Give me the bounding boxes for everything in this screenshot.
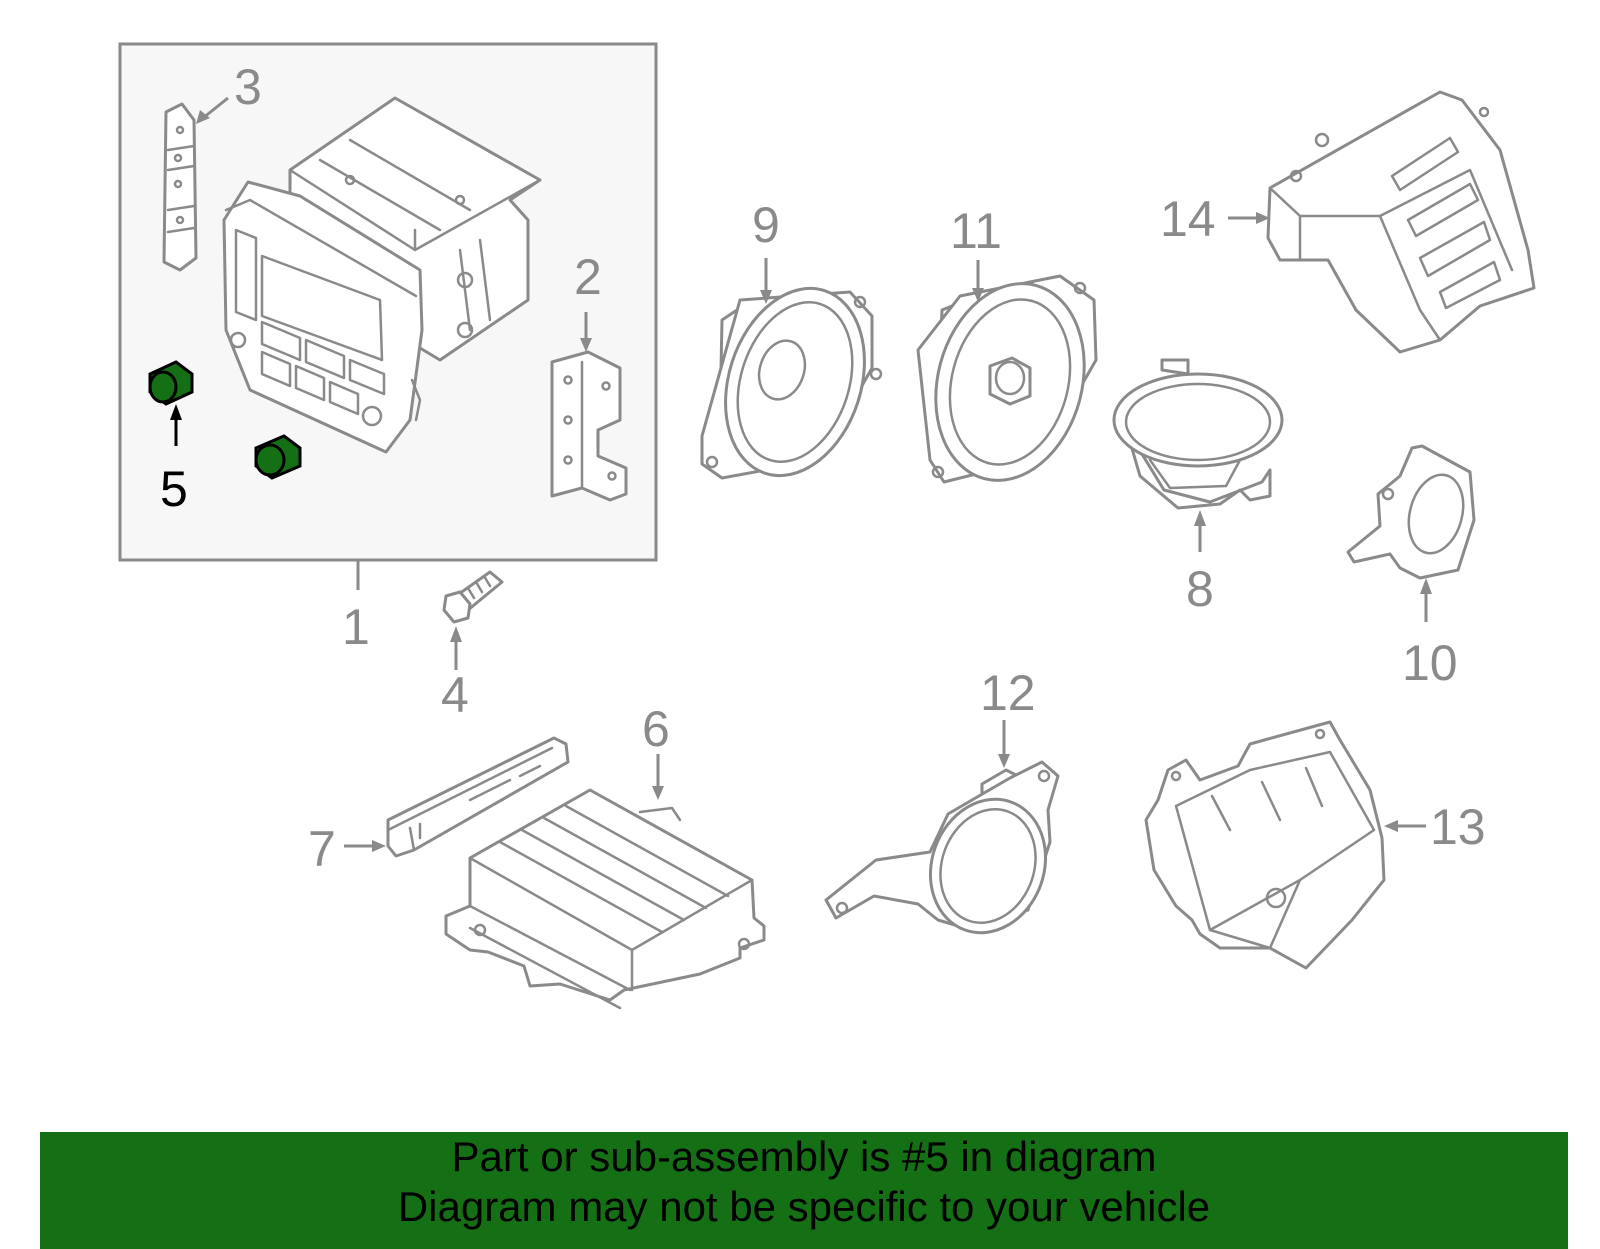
callout-7-arrow	[344, 840, 386, 852]
part-5-bushing[interactable]	[148, 360, 194, 406]
callout-10: 10	[1402, 635, 1458, 691]
callout-3: 3	[234, 59, 262, 115]
info-banner: Part or sub-assembly is #5 in diagram Di…	[40, 1132, 1568, 1249]
part-7-amp-bracket[interactable]	[386, 736, 570, 858]
callout-5: 5	[160, 461, 188, 517]
part-9-speaker[interactable]	[700, 270, 887, 493]
callout-5-arrow	[170, 404, 182, 446]
callout-10-arrow	[1420, 578, 1432, 622]
callout-12-arrow	[998, 720, 1010, 768]
banner-line-1: Part or sub-assembly is #5 in diagram	[451, 1133, 1157, 1180]
callout-13-arrow	[1384, 820, 1426, 832]
callout-13: 13	[1430, 799, 1486, 855]
callout-14: 14	[1160, 191, 1216, 247]
part-8-woofer[interactable]	[1112, 358, 1284, 510]
callout-3-arrow	[196, 96, 229, 124]
part-12-tweeter[interactable]	[824, 760, 1064, 949]
callout-4-arrow	[450, 626, 462, 670]
callout-4: 4	[441, 667, 469, 723]
callout-8-arrow	[1194, 510, 1206, 552]
part-4-bolt[interactable]	[442, 570, 504, 624]
callout-2-arrow	[580, 312, 592, 352]
callout-8: 8	[1186, 561, 1214, 617]
part-10-tweeter-housing[interactable]	[1346, 444, 1476, 580]
callout-11: 11	[950, 203, 1002, 259]
callout-11-arrow	[972, 260, 984, 302]
part-5-bushing-second[interactable]	[254, 434, 302, 480]
callout-2: 2	[574, 249, 602, 305]
banner-line-2: Diagram may not be specific to your vehi…	[397, 1183, 1211, 1230]
callout-12: 12	[980, 665, 1036, 721]
parts-diagram: 3 2 5 1 4 9 11 14 8 10 6 12 7 13	[118, 42, 1536, 1010]
part-13-subwoofer-enclosure[interactable]	[1144, 720, 1386, 970]
part-2-bracket[interactable]	[550, 350, 628, 502]
callout-6-arrow	[652, 754, 664, 800]
part-6-amplifier[interactable]	[444, 788, 766, 1010]
part-1-head-unit[interactable]	[222, 96, 542, 454]
part-3-bracket[interactable]	[162, 102, 198, 272]
callout-6: 6	[642, 701, 670, 757]
callout-9-arrow	[760, 258, 772, 304]
part-14-cover[interactable]	[1266, 90, 1536, 354]
part-11-speaker[interactable]	[915, 267, 1106, 497]
callout-14-arrow	[1228, 212, 1270, 224]
callout-9: 9	[752, 197, 780, 253]
callout-1: 1	[342, 599, 370, 655]
callout-7: 7	[308, 821, 336, 877]
